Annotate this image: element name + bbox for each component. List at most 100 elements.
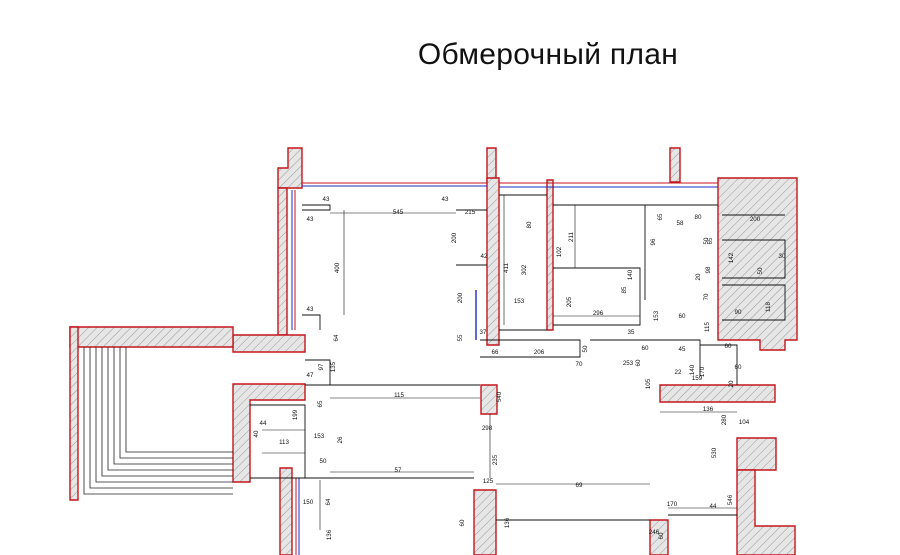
- dimension-label: 153: [514, 298, 525, 305]
- dimension-label: 55: [457, 334, 464, 341]
- service-lines: [291, 182, 718, 555]
- dimension-label: 104: [739, 419, 750, 426]
- dimension-label: 43: [323, 196, 330, 203]
- dimension-label: 296: [593, 310, 604, 317]
- plan-title: Обмерочный план: [417, 38, 679, 71]
- dimension-label: 400: [334, 262, 341, 273]
- dimension-label: 40: [253, 430, 260, 437]
- dimension-label: 50: [703, 237, 710, 244]
- dimension-label: 65: [657, 213, 664, 220]
- wall-right-bottom: [736, 469, 796, 555]
- dimension-label: 136: [703, 406, 714, 413]
- dimension-label: 58: [677, 220, 684, 227]
- dimension-label: 44: [710, 503, 717, 510]
- staircase: [83, 347, 233, 495]
- dimension-label: 65: [707, 237, 714, 244]
- dimension-label: 540: [496, 391, 503, 402]
- dimension-label: 35: [628, 329, 635, 336]
- dimension-label: 136: [326, 529, 333, 540]
- dimension-label: 530: [711, 447, 718, 458]
- dimension-label: 215: [465, 209, 476, 216]
- dimension-label: 60: [725, 343, 732, 350]
- wall-right-bottom-column: [736, 437, 777, 471]
- dimension-label: 200: [457, 292, 464, 303]
- wall-top-left-stub: [277, 147, 303, 189]
- dimension-label: 20: [728, 380, 735, 387]
- dimension-label: 253: [623, 360, 634, 367]
- dimension-label: 50: [582, 345, 589, 352]
- wall-block-mid: [546, 179, 554, 331]
- dimension-label: 98: [705, 266, 712, 273]
- dimension-label: 45: [679, 346, 686, 353]
- dimension-label: 70: [703, 293, 710, 300]
- dimension-label: 159: [692, 375, 703, 382]
- dimension-label: 206: [534, 349, 545, 356]
- dimension-label: 136: [504, 517, 511, 528]
- dimension-label: 113: [279, 439, 289, 446]
- wall-right-lower: [659, 384, 776, 403]
- dimension-label: 44: [260, 420, 267, 427]
- dimension-label: 135: [330, 361, 337, 372]
- dimension-label: 199: [292, 409, 299, 420]
- dimension-label: 90: [735, 309, 742, 316]
- dimension-label: 142: [728, 252, 735, 263]
- dimension-label: 60: [642, 345, 649, 352]
- dimension-label: 102: [556, 246, 563, 257]
- dimension-label: 57: [395, 467, 402, 474]
- dimension-label: 118: [765, 302, 772, 312]
- dimension-label: 246: [649, 529, 660, 536]
- partitions: [250, 194, 786, 521]
- wall-top-right-stub: [669, 147, 681, 183]
- dimension-label: 85: [621, 286, 628, 293]
- dimension-label: 69: [576, 482, 583, 489]
- dimension-label: 150: [303, 499, 314, 506]
- dimension-label: 60: [735, 364, 742, 371]
- dimension-label: 60: [635, 359, 642, 366]
- wall-column-lower: [473, 489, 497, 555]
- wall-bottom-left: [279, 467, 293, 555]
- dimension-label: 43: [307, 306, 314, 313]
- wall-left-block: [232, 334, 306, 353]
- wall-left-vertical: [277, 187, 288, 336]
- dimension-label: 302: [521, 264, 528, 275]
- dimension-label: 64: [325, 498, 332, 505]
- dimension-label: 153: [653, 310, 660, 321]
- dimension-label: 64: [333, 334, 340, 341]
- wall-right-tower: [717, 177, 798, 351]
- dimension-label: 70: [576, 361, 583, 368]
- dimension-label: 97: [318, 363, 325, 370]
- dimension-label: 140: [689, 364, 696, 375]
- dimension-label: 60: [658, 532, 665, 539]
- dimension-lines: [262, 195, 737, 530]
- dimension-label: 140: [627, 269, 634, 280]
- dimension-label: 200: [451, 232, 458, 243]
- dimension-label: 545: [393, 209, 404, 216]
- dimension-label: 26: [337, 436, 344, 443]
- dimension-label: 105: [645, 378, 652, 389]
- dimension-label: 115: [704, 322, 711, 332]
- wall-entrance-block: [232, 383, 306, 483]
- dimension-label: 43: [307, 216, 314, 223]
- dimension-label: 211: [568, 232, 575, 242]
- dimension-label: 298: [482, 425, 493, 432]
- dimension-label: 47: [307, 372, 314, 379]
- dimension-label: 205: [566, 296, 573, 307]
- dimension-label: 153: [314, 433, 325, 440]
- dimension-label: 280: [721, 414, 728, 425]
- dimension-label: 170: [667, 501, 678, 508]
- dimension-label: 411: [503, 263, 510, 273]
- wall-stair-left: [69, 326, 79, 501]
- wall-top-middle-stub: [486, 147, 497, 183]
- wall-column-center: [480, 384, 498, 415]
- dimension-label: 65: [317, 400, 324, 407]
- dimension-label: 200: [750, 216, 761, 223]
- walls: [69, 147, 798, 555]
- dimension-label: 20: [695, 273, 702, 280]
- dimension-label: 37: [480, 329, 487, 336]
- wall-stair-landing: [69, 326, 234, 348]
- dimension-label: 30: [779, 253, 786, 260]
- dimension-label: 43: [442, 196, 449, 203]
- dimension-label: 80: [695, 214, 702, 221]
